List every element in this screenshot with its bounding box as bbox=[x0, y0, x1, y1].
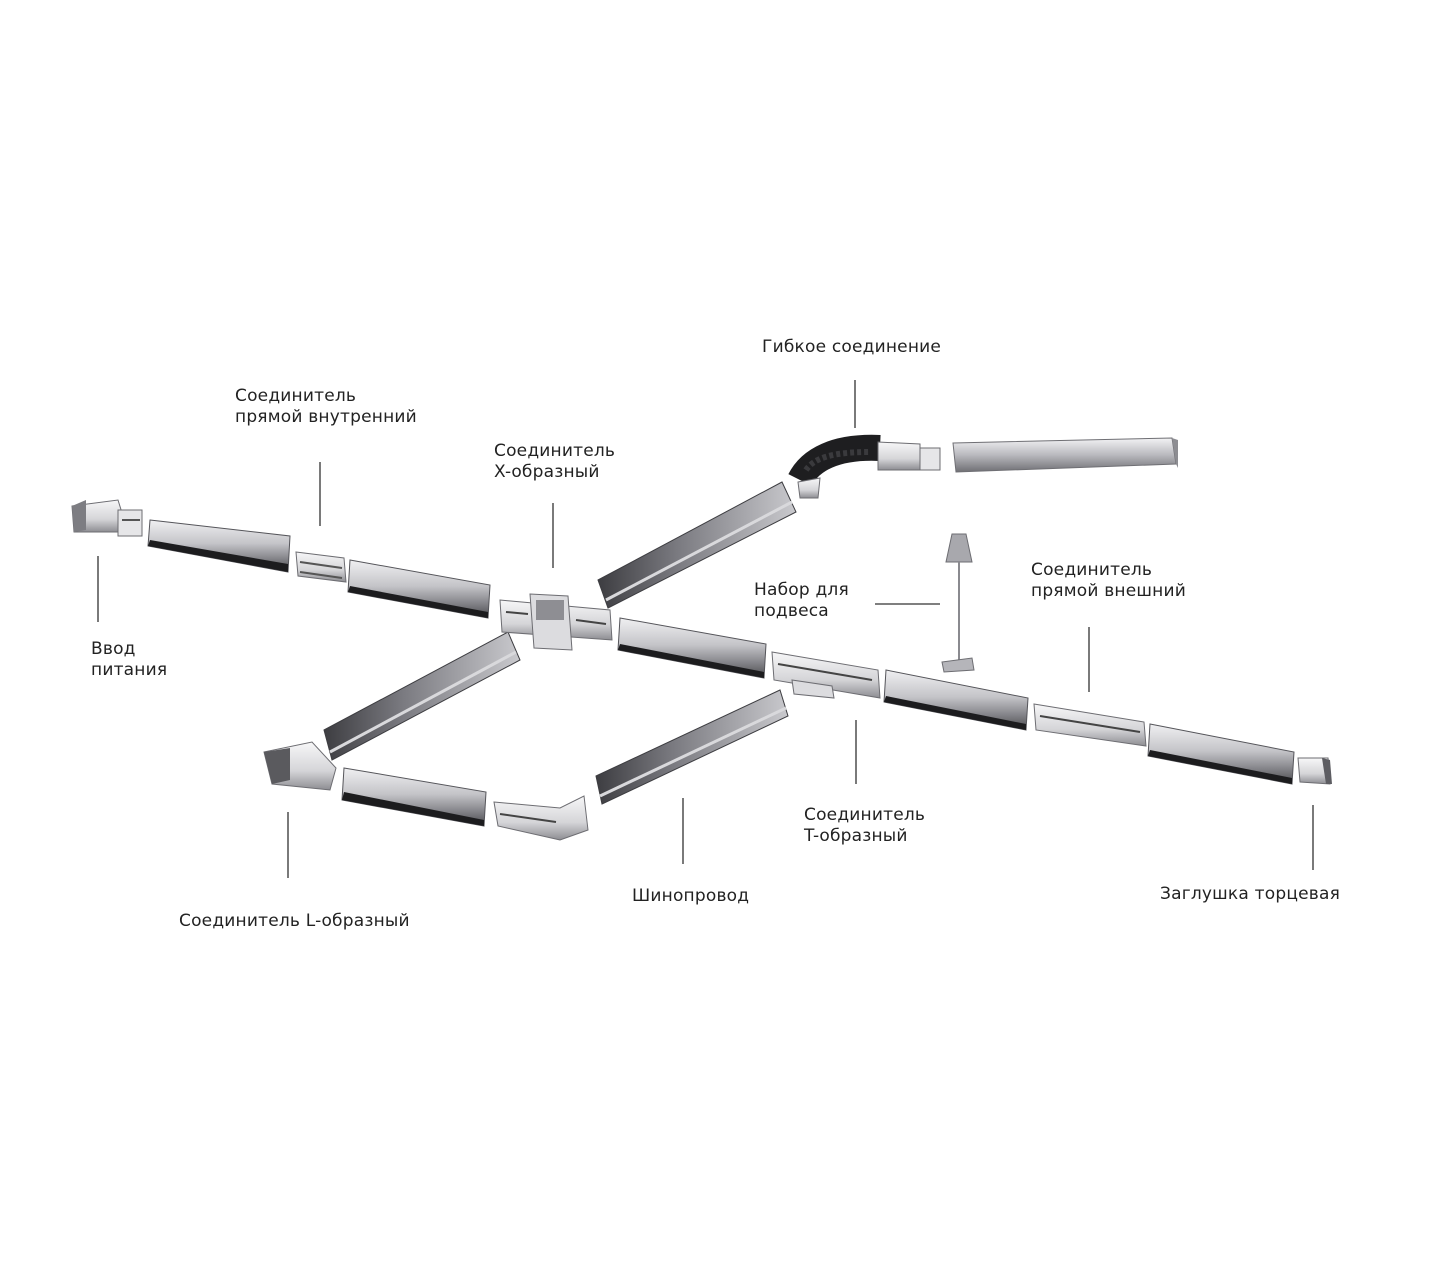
label-line: Шинопровод bbox=[632, 886, 750, 906]
label-line: прямой внутренний bbox=[235, 407, 417, 427]
label-line: прямой внешний bbox=[1031, 581, 1186, 601]
track-rail-2 bbox=[347, 559, 491, 619]
label-line: Заглушка торцевая bbox=[1160, 884, 1341, 904]
track-rail-5 bbox=[1147, 723, 1295, 785]
outer-straight-connector-part bbox=[1033, 703, 1147, 747]
track-rail-1 bbox=[147, 519, 291, 573]
label-line: X-образный bbox=[494, 462, 600, 482]
label-line: Соединитель bbox=[804, 805, 926, 825]
label-line: Соединитель bbox=[235, 386, 357, 406]
label-line: T-образный bbox=[804, 826, 908, 846]
label-end-cap: Заглушка торцевая bbox=[1160, 884, 1340, 905]
label-l-connector: Соединитель L-образный bbox=[179, 911, 410, 932]
label-track: Шинопровод bbox=[632, 886, 749, 907]
track-rail-diag-2 bbox=[323, 631, 521, 761]
l-connector-part-right bbox=[493, 795, 589, 841]
label-t-connector: Соединитель T-образный bbox=[804, 805, 925, 847]
track-rail-3 bbox=[617, 617, 767, 679]
label-line: Соединитель bbox=[1031, 560, 1153, 580]
l-connector-part-left bbox=[263, 741, 337, 791]
label-line: подвеса bbox=[754, 601, 829, 621]
label-line: Ввод bbox=[91, 639, 136, 659]
track-rail-diag-3 bbox=[595, 689, 789, 805]
label-line: питания bbox=[91, 660, 168, 680]
t-connector-part bbox=[771, 651, 881, 699]
label-flexible-connector: Гибкое соединение bbox=[762, 337, 941, 358]
track-rail-diag-1 bbox=[597, 481, 797, 609]
track-rail-6 bbox=[341, 767, 487, 827]
power-feed-part bbox=[71, 499, 143, 537]
label-line: Соединитель bbox=[494, 441, 616, 461]
track-rail-top bbox=[952, 437, 1178, 473]
leader-lines bbox=[97, 380, 1314, 878]
label-line: Соединитель L-образный bbox=[179, 911, 410, 931]
label-line: Гибкое соединение bbox=[762, 337, 942, 357]
end-cap-part bbox=[1297, 757, 1332, 785]
x-connector-part bbox=[499, 593, 613, 651]
label-suspension-kit: Набор для подвеса bbox=[754, 580, 849, 622]
label-outer-straight-connector: Соединитель прямой внешний bbox=[1031, 560, 1186, 602]
label-power-feed: Ввод питания bbox=[91, 639, 167, 681]
label-line: Набор для bbox=[754, 580, 849, 600]
inner-straight-connector-part bbox=[295, 551, 347, 583]
suspension-kit-part bbox=[941, 533, 975, 673]
track-rail-4 bbox=[883, 669, 1029, 731]
label-inner-straight-connector: Соединитель прямой внутренний bbox=[235, 386, 417, 428]
label-x-connector: Соединитель X-образный bbox=[494, 441, 615, 483]
flexible-connector-part bbox=[788, 434, 941, 499]
